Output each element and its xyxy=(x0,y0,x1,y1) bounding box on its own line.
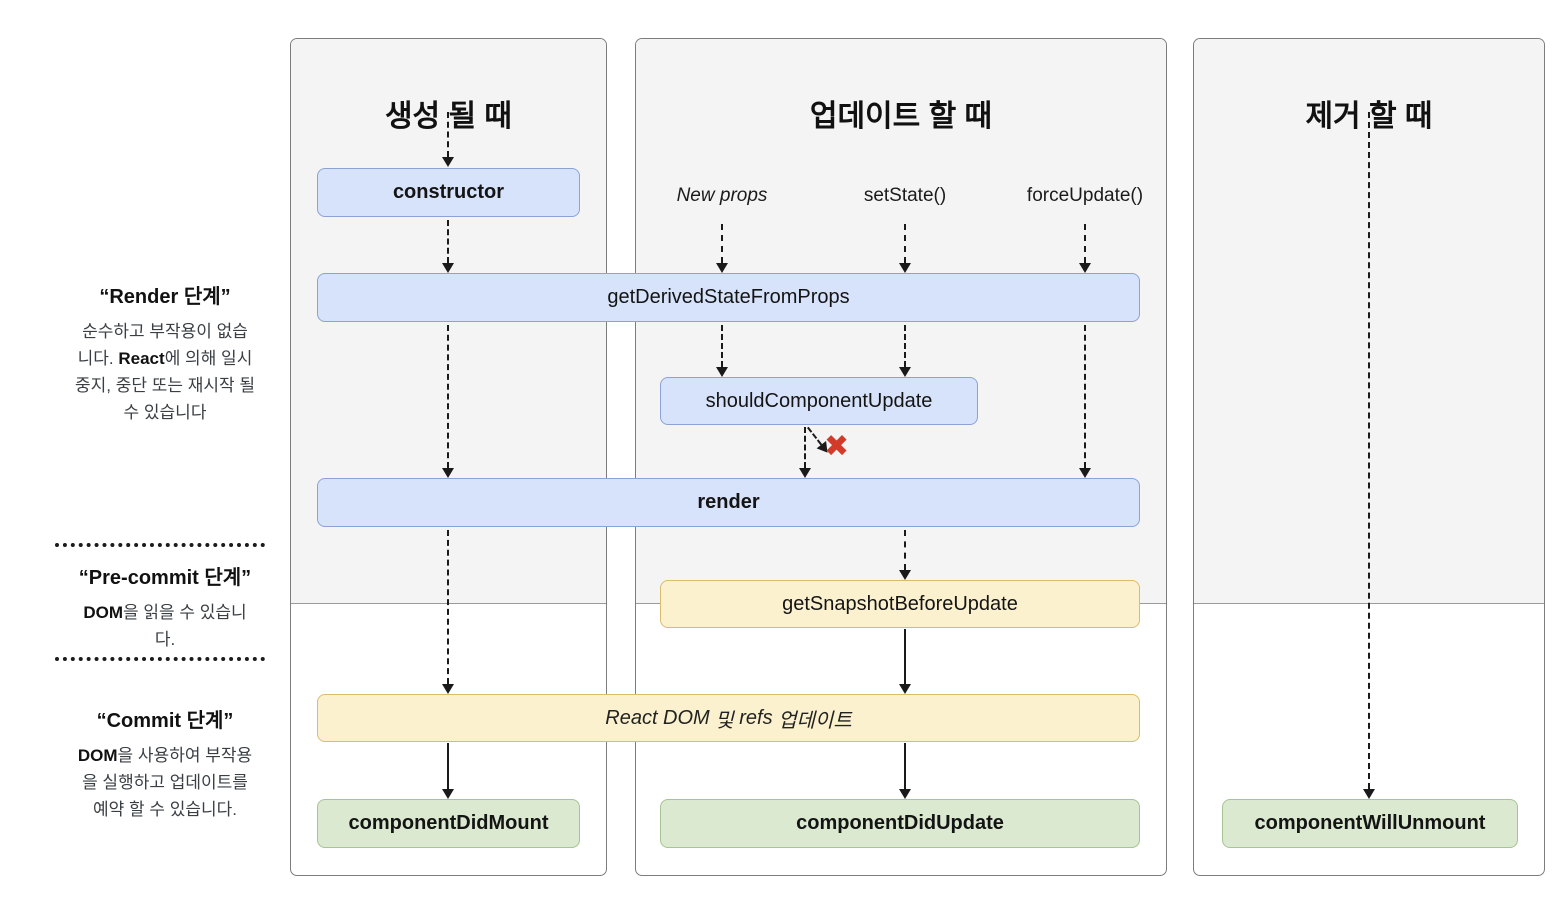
lifecycle-box-component-did-update[interactable]: componentDidUpdate xyxy=(660,799,1140,848)
phase-desc-render: 순수하고 부작용이 없습 니다. React에 의해 일시 중지, 중단 또는 … xyxy=(74,322,255,422)
arrow-setstate-to-gdsfp xyxy=(899,224,911,273)
lifecycle-box-component-will-unmount[interactable]: componentWillUnmount xyxy=(1222,799,1518,848)
column-update: 업데이트 할 때 xyxy=(635,38,1167,876)
phase-label-precommit: “Pre-commit 단계” DOM을 읽을 수 있습니 다. xyxy=(35,561,295,653)
phase-separator xyxy=(55,543,265,547)
trigger-new-props: New props xyxy=(676,185,768,206)
skip-update-x-icon: ✖ xyxy=(824,430,850,463)
lifecycle-box-get-derived-state-from-props[interactable]: getDerivedStateFromProps xyxy=(317,273,1140,322)
phase-desc-commit: DOM을 사용하여 부작용 을 실행하고 업데이트를 예약 할 수 있습니다. xyxy=(77,746,253,819)
lifecycle-box-react-dom-update: React DOM 및 refs 업데이트 xyxy=(317,694,1140,742)
lifecycle-box-render[interactable]: render xyxy=(317,478,1140,527)
arrow-gdsfp-to-scu-left xyxy=(716,325,728,377)
arrow-snapshot-to-reactdom xyxy=(899,629,911,694)
arrow-reactdom-to-cdm xyxy=(442,743,454,799)
phase-title-commit: “Commit 단계” xyxy=(96,710,234,732)
column-title-update: 업데이트 할 때 xyxy=(809,100,993,133)
lifecycle-box-constructor[interactable]: constructor xyxy=(317,168,580,217)
phase-title-precommit: “Pre-commit 단계” xyxy=(78,567,252,589)
phase-label-render: “Render 단계” 순수하고 부작용이 없습 니다. React에 의해 일… xyxy=(35,280,295,426)
arrow-gdsfp-to-render-mount xyxy=(442,325,454,478)
phase-desc-precommit: DOM을 읽을 수 있습니 다. xyxy=(83,603,247,649)
arrow-gdsfp-to-scu-right xyxy=(899,325,911,377)
arrow-unmount xyxy=(1363,112,1375,799)
phase-label-commit: “Commit 단계” DOM을 사용하여 부작용 을 실행하고 업데이트를 예… xyxy=(35,704,295,823)
arrow-scu-to-render xyxy=(799,427,811,478)
arrow-newprops-to-gdsfp xyxy=(716,224,728,273)
trigger-force-update[interactable]: forceUpdate() xyxy=(1026,185,1144,206)
phase-title-render: “Render 단계” xyxy=(99,286,231,308)
lifecycle-box-component-did-mount[interactable]: componentDidMount xyxy=(317,799,580,848)
arrow-forceupdate-to-gdsfp xyxy=(1079,224,1091,273)
lifecycle-box-should-component-update[interactable]: shouldComponentUpdate xyxy=(660,377,978,425)
trigger-set-state[interactable]: setState() xyxy=(863,185,947,206)
phase-separator xyxy=(55,657,265,661)
arrow-render-to-snapshot xyxy=(899,530,911,580)
arrow-reactdom-to-cdu xyxy=(899,743,911,799)
arrow-forceupdate-to-render xyxy=(1079,325,1091,478)
lifecycle-box-get-snapshot-before-update[interactable]: getSnapshotBeforeUpdate xyxy=(660,580,1140,628)
arrow-render-to-reactdom-mount xyxy=(442,530,454,694)
arrow-mount-start xyxy=(442,112,454,167)
arrow-constructor-to-gdsfp xyxy=(442,220,454,273)
